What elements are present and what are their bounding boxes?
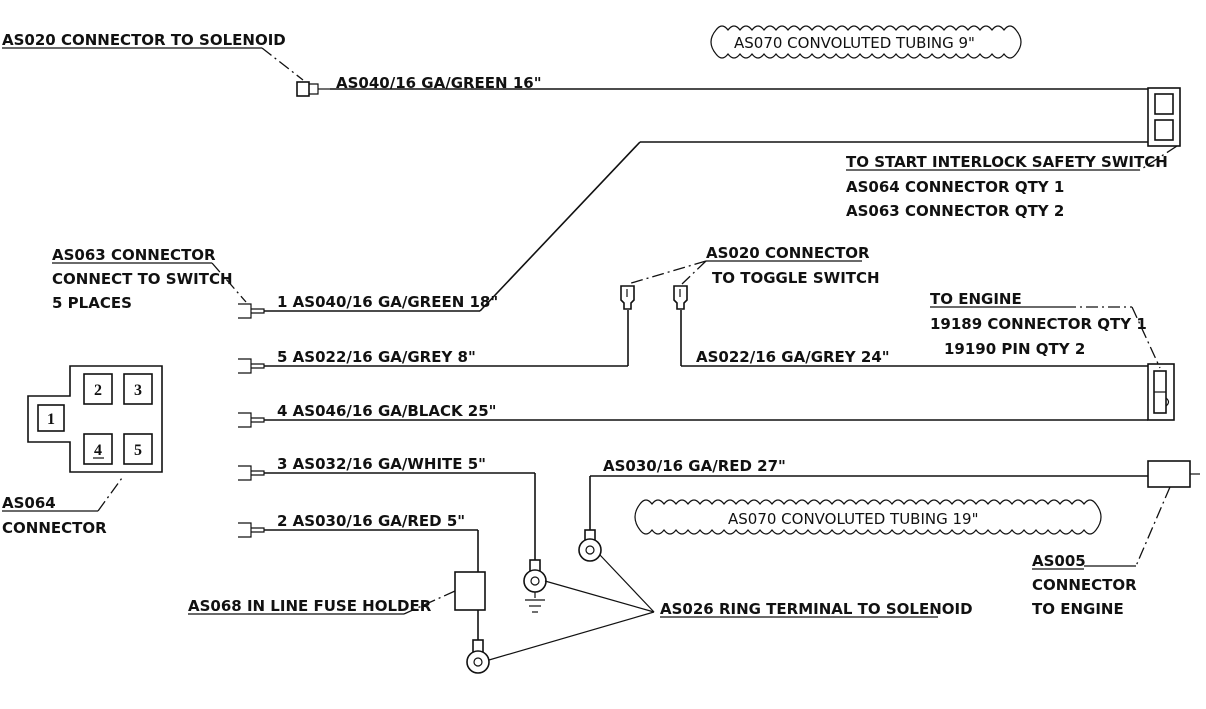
as020-solenoid-callout: AS020 CONNECTOR TO SOLENOID: [2, 31, 304, 81]
wire-5: 5 AS022/16 GA/GREY 8": [238, 310, 629, 374]
wire-5-label: 5 AS022/16 GA/GREY 8": [277, 348, 476, 366]
as063-line3: 5 PLACES: [52, 294, 132, 312]
interlock-switch-connector: [1147, 87, 1181, 147]
wire-2-label: 2 AS030/16 GA/RED 5": [277, 512, 465, 530]
ring-terminal-label: AS026 RING TERMINAL TO SOLENOID: [660, 600, 973, 618]
pin-5-label: 5: [134, 442, 142, 459]
pin-3-box: [123, 373, 153, 405]
ring-terminal-callout: AS026 RING TERMINAL TO SOLENOID: [488, 554, 973, 661]
engine-line3: 19190 PIN QTY 2: [944, 340, 1085, 358]
as064-line1: AS064: [2, 494, 56, 512]
wire-3-label: 3 AS032/16 GA/WHITE 5": [277, 455, 486, 473]
tubing-19-label: AS070 CONVOLUTED TUBING 19": [728, 510, 979, 528]
wire-2: 2 AS030/16 GA/RED 5": [238, 512, 479, 572]
tubing-9-label: AS070 CONVOLUTED TUBING 9": [734, 34, 975, 52]
as005-line3: TO ENGINE: [1032, 600, 1124, 618]
wire-1-label: 1 AS040/16 GA/GREEN 18": [277, 293, 498, 311]
as063-callout: AS063 CONNECTOR CONNECT TO SWITCH 5 PLAC…: [52, 246, 247, 312]
as064-callout: AS064 CONNECTOR: [2, 477, 123, 537]
as020-solenoid-label: AS020 CONNECTOR TO SOLENOID: [2, 31, 286, 49]
pin-4-box: [83, 433, 113, 465]
as005-connector: [1147, 460, 1200, 488]
ring-terminal-red-27-icon: [578, 529, 602, 562]
as005-callout: AS005 CONNECTOR TO ENGINE: [1032, 486, 1171, 618]
engine-title: TO ENGINE: [930, 290, 1022, 308]
engine-callout: TO ENGINE 19189 CONNECTOR QTY 1 19190 PI…: [930, 290, 1161, 369]
ring-terminal-2-icon: [466, 639, 490, 674]
wire-4: 4 AS046/16 GA/BLACK 25": [238, 402, 1148, 428]
interlock-callout: TO START INTERLOCK SAFETY SWITCH AS064 C…: [846, 145, 1178, 220]
fuse-holder-label: AS068 IN LINE FUSE HOLDER: [188, 597, 432, 615]
pin-5-box: [123, 433, 153, 465]
as063-line2: CONNECT TO SWITCH: [52, 270, 233, 288]
pin-1-box: [37, 404, 65, 432]
as063-line1: AS063 CONNECTOR: [52, 246, 216, 264]
ring-terminal-3-icon: [523, 559, 547, 613]
as020-toggle-line2: TO TOGGLE SWITCH: [712, 269, 880, 287]
interlock-title: TO START INTERLOCK SAFETY SWITCH: [846, 153, 1168, 171]
wire-grey-24-label: AS022/16 GA/GREY 24": [696, 348, 890, 366]
as005-line1: AS005: [1032, 552, 1086, 570]
wire-green-18-diagonal: [479, 141, 641, 312]
wire-3: 3 AS032/16 GA/WHITE 5": [238, 455, 536, 560]
as020-toggle-line1: AS020 CONNECTOR: [706, 244, 870, 262]
wire-red-27-label: AS030/16 GA/RED 27": [603, 457, 786, 475]
wire-1: 1 AS040/16 GA/GREEN 18": [238, 293, 498, 319]
engine-connector: [1147, 363, 1175, 421]
interlock-line2: AS064 CONNECTOR QTY 1: [846, 178, 1064, 196]
wire-grey-24: AS022/16 GA/GREY 24": [681, 348, 1148, 367]
pin-2-label: 2: [94, 382, 102, 399]
wire-4-label: 4 AS046/16 GA/BLACK 25": [277, 402, 497, 420]
interlock-line3: AS063 CONNECTOR QTY 2: [846, 202, 1064, 220]
fuse-holder-callout: AS068 IN LINE FUSE HOLDER: [188, 590, 456, 615]
solenoid-connector-icon: [296, 81, 330, 97]
toggle-switch-connectors: [620, 285, 688, 366]
wire-green-16-label: AS040/16 GA/GREEN 16": [336, 74, 542, 92]
engine-line2: 19189 CONNECTOR QTY 1: [930, 315, 1147, 333]
pin-1-label: 1: [47, 411, 55, 428]
pin-2-box: [83, 373, 113, 405]
tubing-19-cloud: AS070 CONVOLUTED TUBING 19": [634, 499, 1102, 535]
pin-3-label: 3: [134, 382, 142, 399]
pin-4-label: 4: [94, 442, 102, 459]
as064-connector-face: 1 2 3 4 5: [27, 365, 163, 473]
fuse-holder-icon: [454, 571, 486, 640]
wire-red-27: AS030/16 GA/RED 27": [589, 457, 1148, 530]
as064-line2: CONNECTOR: [2, 519, 107, 537]
tubing-9-cloud: AS070 CONVOLUTED TUBING 9": [710, 25, 1022, 59]
as020-toggle-callout: AS020 CONNECTOR TO TOGGLE SWITCH: [627, 244, 880, 287]
as005-line2: CONNECTOR: [1032, 576, 1137, 594]
